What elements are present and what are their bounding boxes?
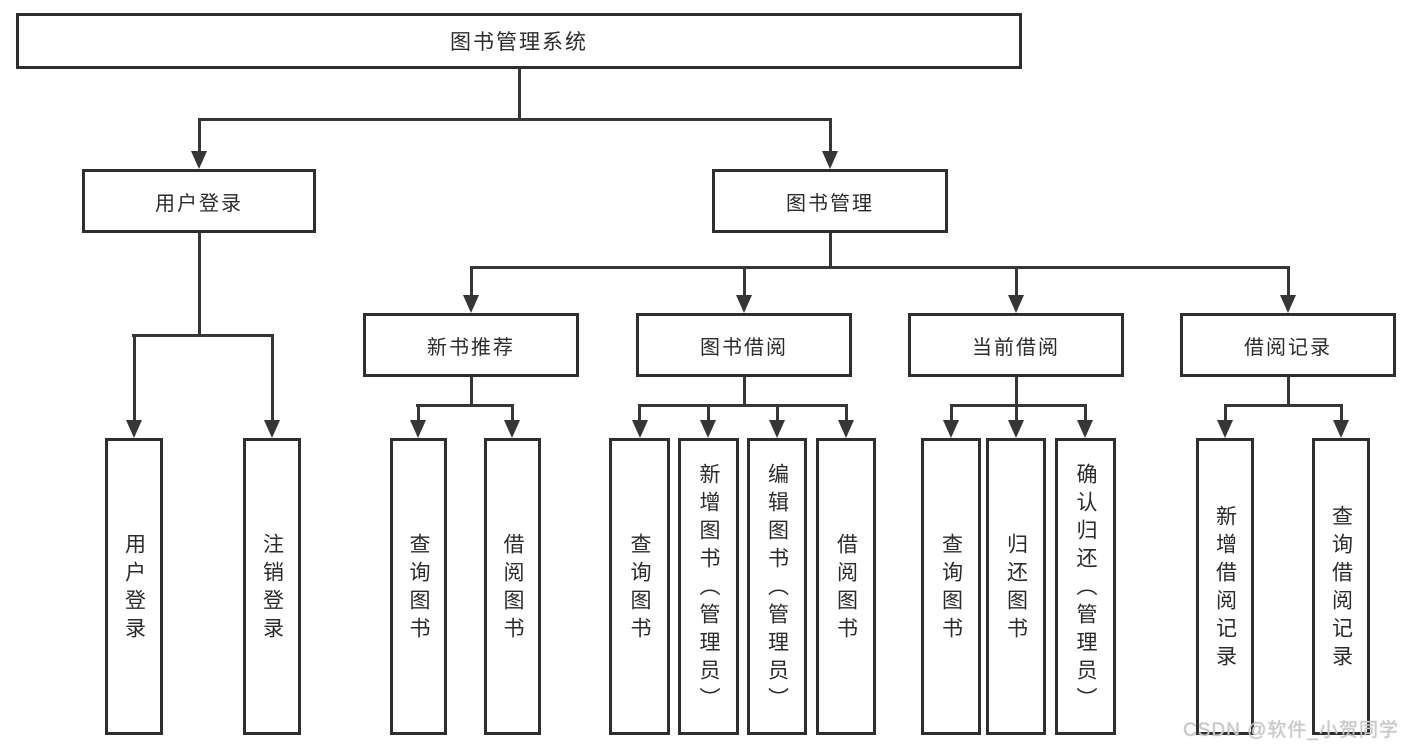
arrow-down-icon bbox=[736, 295, 752, 313]
connector-line bbox=[1224, 404, 1227, 421]
connector-line bbox=[845, 404, 848, 421]
connector-line bbox=[133, 334, 136, 421]
arrow-down-icon bbox=[504, 420, 520, 438]
arrow-down-icon bbox=[126, 420, 142, 438]
connector-line bbox=[1287, 377, 1290, 407]
connector-line bbox=[470, 377, 473, 407]
arrow-down-icon bbox=[700, 420, 716, 438]
leaf-user-login: 用户登录 bbox=[105, 438, 163, 735]
arrow-down-icon bbox=[410, 420, 426, 438]
arrow-down-icon bbox=[1333, 420, 1349, 438]
arrow-down-icon bbox=[838, 420, 854, 438]
leaf-query-books-current: 查询图书 bbox=[921, 438, 981, 735]
connector-line bbox=[470, 266, 1290, 269]
connector-line bbox=[271, 334, 274, 421]
leaf-confirm-return-admin: 确认归还（管理员） bbox=[1055, 438, 1116, 735]
node-book-management: 图书管理 bbox=[712, 169, 948, 233]
arrow-down-icon bbox=[1008, 420, 1024, 438]
connector-line bbox=[1015, 404, 1018, 421]
connector-line bbox=[638, 404, 848, 407]
arrow-down-icon bbox=[1217, 420, 1233, 438]
connector-line bbox=[1224, 404, 1343, 407]
csdn-watermark: CSDN @软件_小贺同学 bbox=[1183, 720, 1399, 741]
connector-line bbox=[1287, 266, 1290, 296]
arrow-down-icon bbox=[264, 420, 280, 438]
arrow-down-icon bbox=[1280, 295, 1296, 313]
connector-line bbox=[743, 266, 746, 296]
node-book-borrow: 图书借阅 bbox=[636, 313, 852, 377]
connector-line bbox=[511, 404, 514, 421]
arrow-down-icon bbox=[1077, 420, 1093, 438]
arrow-down-icon bbox=[463, 295, 479, 313]
arrow-down-icon bbox=[943, 420, 959, 438]
connector-line bbox=[743, 377, 746, 407]
arrow-down-icon bbox=[191, 151, 207, 169]
leaf-query-borrow-record: 查询借阅记录 bbox=[1312, 438, 1370, 735]
connector-line bbox=[198, 118, 201, 153]
connector-line bbox=[416, 404, 514, 407]
leaf-query-books-borrow: 查询图书 bbox=[609, 438, 670, 735]
leaf-query-books-recommend: 查询图书 bbox=[390, 438, 447, 735]
node-new-book-recommend: 新书推荐 bbox=[363, 313, 579, 377]
leaf-add-borrow-record: 新增借阅记录 bbox=[1196, 438, 1254, 735]
connector-line bbox=[198, 118, 832, 121]
leaf-logout: 注销登录 bbox=[243, 438, 301, 735]
connector-line bbox=[1015, 377, 1018, 407]
connector-line bbox=[417, 404, 420, 421]
leaf-borrow-books: 借阅图书 bbox=[816, 438, 876, 735]
connector-line bbox=[776, 404, 779, 421]
node-borrow-record: 借阅记录 bbox=[1180, 313, 1396, 377]
node-current-borrow: 当前借阅 bbox=[908, 313, 1124, 377]
connector-line bbox=[829, 233, 832, 269]
connector-line bbox=[829, 118, 832, 153]
leaf-add-books-admin: 新增图书（管理员） bbox=[678, 438, 739, 735]
connector-line bbox=[950, 404, 1087, 407]
leaf-borrow-books-recommend: 借阅图书 bbox=[484, 438, 541, 735]
connector-line bbox=[638, 404, 641, 421]
node-library-system: 图书管理系统 bbox=[16, 13, 1022, 69]
connector-line bbox=[132, 334, 274, 337]
node-user-login: 用户登录 bbox=[82, 169, 316, 233]
connector-line bbox=[518, 69, 521, 119]
connector-line bbox=[950, 404, 953, 421]
connector-line bbox=[1340, 404, 1343, 421]
connector-line bbox=[1015, 266, 1018, 296]
arrow-down-icon bbox=[822, 151, 838, 169]
leaf-return-books: 归还图书 bbox=[986, 438, 1046, 735]
arrow-down-icon bbox=[1008, 295, 1024, 313]
connector-line bbox=[707, 404, 710, 421]
leaf-edit-books-admin: 编辑图书（管理员） bbox=[747, 438, 807, 735]
arrow-down-icon bbox=[632, 420, 648, 438]
connector-line bbox=[198, 233, 201, 337]
connector-line bbox=[470, 266, 473, 296]
arrow-down-icon bbox=[769, 420, 785, 438]
connector-line bbox=[1084, 404, 1087, 421]
